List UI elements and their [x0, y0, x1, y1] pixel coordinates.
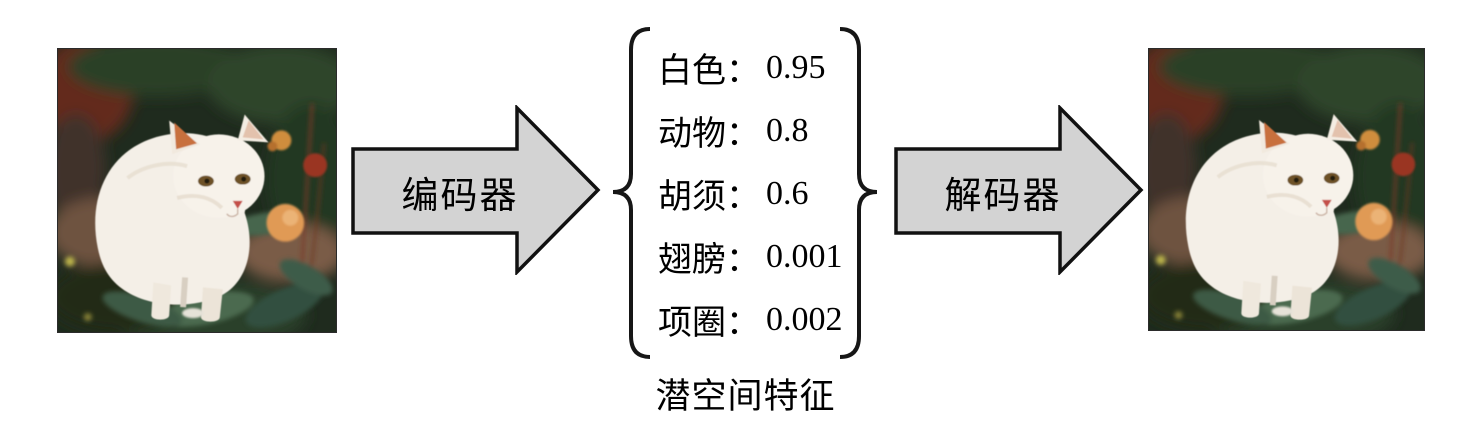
- feature-separator: ：: [726, 305, 760, 342]
- latent-caption: 潜空间特征: [655, 377, 836, 416]
- decoder-arrow: [894, 105, 1144, 275]
- latent-feature-row: 胡须：0.6: [658, 162, 858, 225]
- latent-feature-row: 翅膀：0.001: [658, 225, 858, 288]
- decoder-label: 解码器: [944, 175, 1062, 217]
- decoder-arrow-shape: [894, 105, 1144, 275]
- feature-name: 胡须: [658, 179, 726, 216]
- right-brace: [839, 27, 878, 359]
- encoder-arrow: [351, 105, 601, 275]
- feature-value: 0.8: [766, 111, 809, 149]
- latent-feature-row: 白色：0.95: [658, 36, 858, 99]
- feature-name: 白色: [658, 53, 726, 90]
- feature-value: 0.6: [766, 174, 809, 212]
- feature-value: 0.002: [766, 300, 843, 338]
- encoder-arrow-shape: [351, 105, 601, 275]
- feature-value: 0.001: [766, 237, 843, 275]
- left-brace: [612, 27, 651, 359]
- reconstructed-image: [1148, 48, 1425, 331]
- feature-separator: ：: [726, 53, 760, 90]
- cat-photo-illustration: [58, 49, 336, 332]
- feature-name: 动物: [658, 116, 726, 153]
- feature-value: 0.95: [766, 48, 826, 86]
- input-image: [57, 48, 337, 333]
- feature-separator: ：: [726, 116, 760, 153]
- feature-separator: ：: [726, 179, 760, 216]
- encoder-label: 编码器: [401, 175, 519, 217]
- cat-photo-illustration: [1149, 49, 1424, 330]
- feature-name: 项圈: [658, 305, 726, 342]
- feature-separator: ：: [726, 242, 760, 279]
- latent-feature-row: 动物：0.8: [658, 99, 858, 162]
- latent-feature-row: 项圈：0.002: [658, 288, 858, 351]
- latent-feature-list: 白色：0.95 动物：0.8 胡须：0.6 翅膀：0.001 项圈：0.002: [658, 36, 858, 351]
- feature-name: 翅膀: [658, 242, 726, 279]
